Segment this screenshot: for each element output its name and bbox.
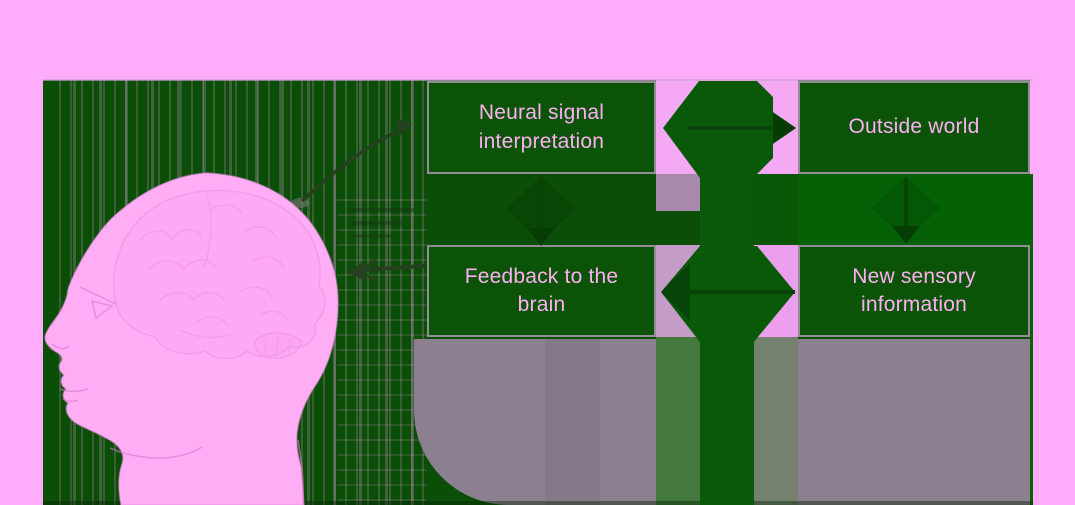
arrow-down-icon — [872, 176, 940, 244]
nostril — [51, 343, 70, 350]
gray-shade-band — [545, 339, 600, 505]
gray-green-column — [753, 337, 798, 505]
arrow-left-icon — [661, 263, 795, 321]
gap-green-left-patch — [656, 211, 700, 245]
bright-green-band — [798, 174, 1033, 245]
mauve-square-patch — [656, 174, 700, 211]
arrow-artifact-lines — [351, 208, 414, 238]
curved-arrow-icon — [300, 118, 412, 203]
box-label: Outside world — [848, 115, 980, 139]
top-hairline — [43, 79, 1033, 81]
bottom-dark-strip — [43, 501, 1033, 505]
box-label: Feedback to the brain — [464, 264, 619, 317]
eye — [90, 299, 114, 320]
feedback-arrow-left-icon — [347, 258, 425, 283]
eyebrow — [79, 286, 117, 305]
box-new-sensory-information: New sensory information — [798, 245, 1030, 337]
face-details — [51, 286, 305, 505]
arrow-down-icon — [506, 176, 576, 246]
box-outside-world: Outside world — [798, 81, 1030, 174]
jaw-shadow — [109, 446, 203, 459]
box-label: Neural signal interpretation — [478, 101, 605, 153]
right-edge-green-line — [1030, 174, 1033, 505]
box-feedback-to-the-brain: Feedback to the brain — [427, 245, 656, 337]
brain-illustration — [112, 189, 326, 360]
mouth — [59, 388, 89, 393]
arrow-right-icon — [688, 113, 796, 143]
head-profile-illustration — [44, 172, 339, 505]
gap-green-right-patch — [754, 174, 798, 245]
cerebellum — [253, 332, 303, 360]
medium-green-column — [656, 337, 700, 505]
horizontal-streaks-artifact — [337, 186, 427, 505]
box-label: New sensory information — [852, 264, 976, 317]
lower-lip — [62, 398, 79, 403]
box-neural-signal-interpretation: Neural signal interpretation — [427, 81, 656, 174]
neck-shadow — [297, 439, 305, 505]
